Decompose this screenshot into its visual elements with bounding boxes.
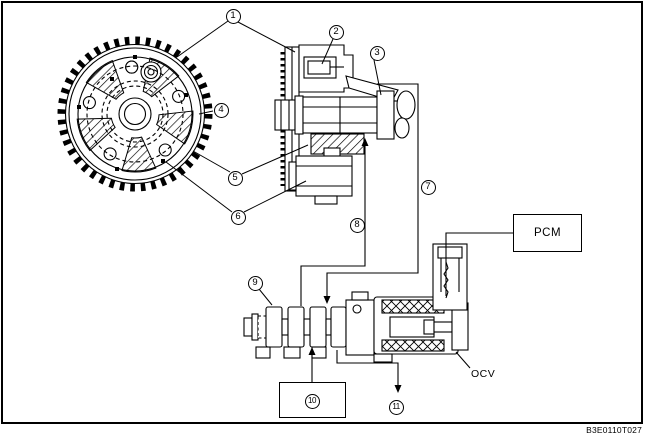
callout-leaders [165,20,471,369]
callout-7: 7 [420,179,436,195]
pcm-wire [445,232,513,296]
callout-2: 2 [328,24,344,40]
callout-9: 9 [247,275,263,291]
ocv-connector [432,243,468,311]
oil-line-8 [300,138,369,306]
figure-code: B3E0110T027 [586,425,642,435]
drain-line-11 [336,350,402,393]
ocv-cross-section [243,243,469,363]
callout-8: 8 [349,217,365,233]
callout-11: 11 [388,399,404,415]
section-marks [77,55,188,171]
sprocket-front-view [57,36,213,192]
callout-1: 1 [225,8,241,24]
callout-5: 5 [227,170,243,186]
gear-teeth [57,36,213,192]
lock-pin [140,61,162,83]
pcm-label: PCM [533,227,562,239]
callout-4: 4 [213,102,229,118]
pcm-box: PCM [513,214,582,252]
actuator-side-view [274,44,416,205]
callout-6: 6 [230,209,246,225]
oil-line-7 [323,83,419,304]
supply-line-10 [308,347,316,382]
callout-10: 10 [304,393,320,409]
callout-3: 3 [369,45,385,61]
ocv-label: OCV [471,368,496,380]
